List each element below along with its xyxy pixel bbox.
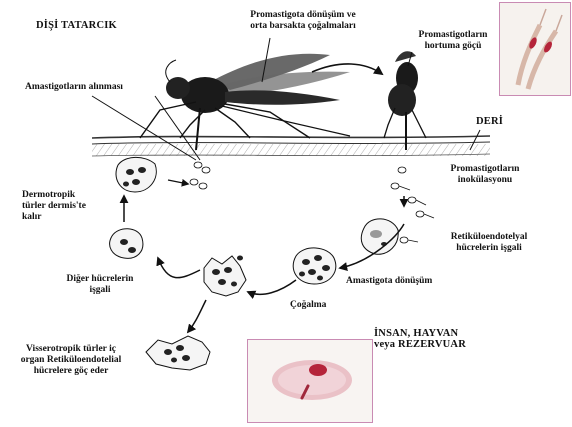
cycle-arrows [124, 196, 404, 332]
label-promastigote-transform: Promastigota dönüşüm ve orta barsakta ço… [232, 10, 374, 32]
label-skin: DERİ [476, 116, 503, 127]
label-amastigote-transform: Amastigota dönüşüm [346, 276, 432, 287]
sandfly-left-illustration [140, 54, 350, 150]
promastigote-micrograph [499, 2, 571, 96]
label-host: İNSAN, HAYVAN veya REZERVUAR [374, 328, 466, 350]
dermal-macrophage [110, 229, 143, 259]
label-promastigote-inoculation: Promastigotların inokülasyonu [438, 164, 532, 186]
title-female-sandfly: DİŞİ TATARCIK [36, 20, 117, 31]
label-promastigote-migration: Promastigotların hortuma göçü [408, 30, 498, 52]
label-amastigote-uptake: Amastigotların alınması [25, 82, 123, 93]
label-other-cells: Diğer hücrelerin işgali [54, 274, 146, 296]
ingested-amastigotes [190, 162, 210, 189]
bursting-cell [204, 256, 246, 297]
label-multiplication: Çoğalma [290, 300, 326, 311]
label-res-invasion: Retiküloendotelyal hücrelerin işgali [434, 232, 544, 254]
release-arrow [168, 180, 188, 184]
infected-macrophage-top [116, 157, 156, 192]
amastigote-micrograph [247, 339, 373, 423]
skin-layer [92, 136, 490, 156]
sandfly-right-illustration [384, 51, 426, 150]
multiplying-macrophage [293, 248, 336, 284]
label-dermotropic: Dermotropik türler dermis'te kalır [22, 190, 86, 223]
label-viscerotropic: Visserotropik türler iç organ Retiküloen… [2, 344, 140, 377]
visceral-cell [146, 336, 210, 370]
